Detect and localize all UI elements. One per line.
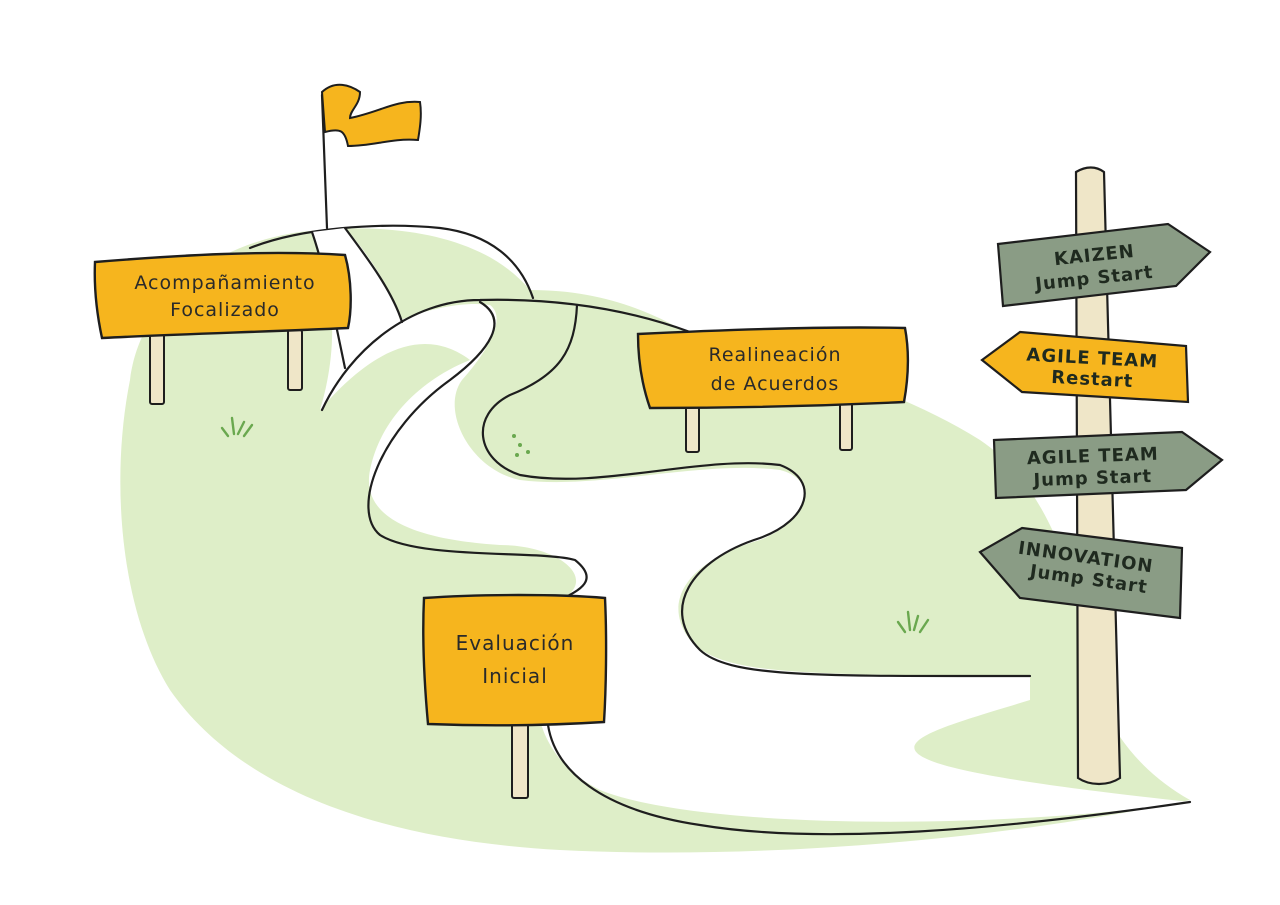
sign-acompanamiento-line2: Focalizado (170, 299, 280, 321)
sign-acompanamiento-line1: Acompañamiento (134, 272, 315, 294)
arrow-agile-jump-line1: AGILE TEAM (1027, 444, 1160, 470)
sign-evaluacion-line1: Evaluación (456, 631, 575, 655)
grass-tuft-icon (220, 416, 254, 438)
arrow-kaizen: KAIZEN Jump Start (996, 222, 1212, 308)
hill-ridge-back (248, 224, 535, 300)
arrow-innovation: INNOVATION Jump Start (978, 526, 1184, 620)
road-edge-upper-right (343, 226, 404, 324)
road-edge-bottom (546, 723, 1192, 836)
grass-tuft-icon (896, 610, 930, 634)
sign-realineacion-line1: Realineación (708, 344, 841, 366)
arrow-agile-restart: AGILE TEAM Restart (980, 330, 1190, 404)
sign-evaluacion-line2: Inicial (482, 664, 548, 688)
sign-acompanamiento: Acompañamiento Focalizado (93, 251, 352, 405)
sign-evaluacion: Evaluación Inicial (422, 593, 608, 799)
arrow-agile-jump-line2: Jump Start (1031, 466, 1152, 491)
arrow-agile-jump: AGILE TEAM Jump Start (992, 430, 1224, 500)
sign-realineacion: Realineación de Acuerdos (636, 326, 910, 453)
sign-realineacion-line2: de Acuerdos (711, 373, 840, 395)
flag-icon (320, 83, 422, 230)
road-edge-mid-left (367, 300, 588, 602)
road-edge-mid-outer (320, 298, 692, 412)
arrow-agile-restart-line2: Restart (1051, 367, 1134, 392)
grass-dots (512, 434, 530, 457)
road-edge-mid-right (481, 303, 1032, 678)
